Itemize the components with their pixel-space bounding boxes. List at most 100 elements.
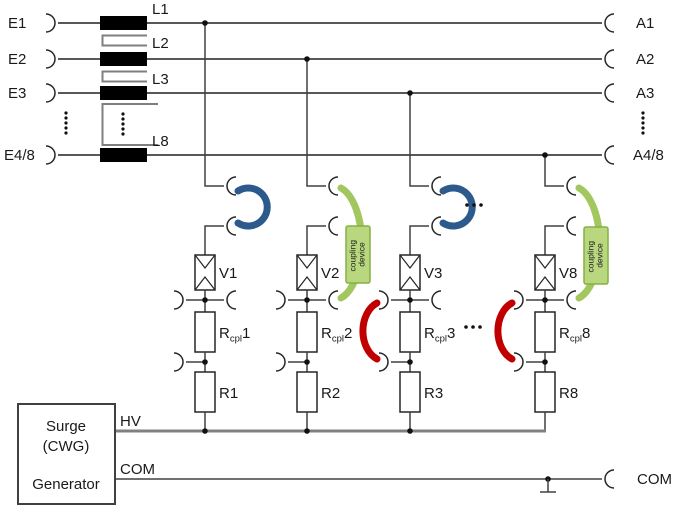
inductor-label-l2: L2	[152, 35, 169, 52]
connector-icon	[226, 216, 237, 236]
junction-dot	[542, 359, 548, 365]
varistor-v1	[194, 254, 216, 291]
connector-icon	[226, 176, 237, 196]
junction-dot	[202, 20, 208, 26]
ground-icon	[540, 479, 556, 493]
core-bracket	[101, 70, 147, 83]
svg-text:coupling device: coupling device	[348, 237, 367, 271]
terminal-label-a48: A4/8	[633, 147, 664, 164]
terminal-connector-icon	[45, 145, 56, 165]
junction-dot	[202, 428, 208, 434]
inductor-l8	[100, 148, 147, 162]
horizontal-ellipsis	[464, 325, 482, 329]
generator-label-line2: (CWG)	[43, 438, 90, 455]
rcpl-label: Rcpl1	[219, 325, 250, 345]
vertical-ellipsis	[121, 112, 125, 136]
connector-icon	[431, 176, 442, 196]
coupling-device-box: coupling device	[345, 225, 371, 284]
junction-dot	[202, 297, 208, 303]
connector-icon	[431, 216, 442, 236]
inductor-l3	[100, 86, 147, 100]
resistor-rcpl8	[534, 311, 556, 353]
terminal-label-e2: E2	[8, 51, 26, 68]
connector-icon	[328, 176, 339, 196]
coupling-device-blue-arc	[439, 184, 476, 230]
terminal-label-com: COM	[637, 471, 672, 488]
rcpl-label: Rcpl2	[321, 325, 352, 345]
junction-dot	[304, 56, 310, 62]
resistor-label: R8	[559, 385, 578, 402]
coupling-branch-3: V3 Rcpl3 R3	[378, 93, 455, 431]
coupling-branch-8: V8 Rcpl8 R8	[513, 155, 590, 431]
connector-icon	[431, 290, 442, 310]
inductor-l1	[100, 16, 147, 30]
resistor-r8	[534, 371, 556, 413]
resistor-rcpl2	[296, 311, 318, 353]
junction-dot	[407, 297, 413, 303]
terminal-connector-icon	[45, 83, 56, 103]
resistor-label: R3	[424, 385, 443, 402]
vertical-ellipsis	[64, 111, 68, 135]
connector-icon	[328, 290, 339, 310]
connector-icon	[566, 216, 577, 236]
generator-label-line3: Generator	[32, 476, 100, 493]
junction-dot	[407, 90, 413, 96]
junction-dot	[202, 359, 208, 365]
connector-icon	[566, 290, 577, 310]
terminal-connector-icon	[604, 469, 615, 489]
junction-dot	[542, 152, 548, 158]
terminal-connector-icon	[604, 13, 615, 33]
varistor-label: V2	[321, 265, 339, 282]
resistor-r2	[296, 371, 318, 413]
terminal-label-e48: E4/8	[4, 147, 35, 164]
connector-icon	[513, 290, 524, 310]
junction-dot	[542, 297, 548, 303]
connector-icon	[275, 352, 286, 372]
varistor-label: V8	[559, 265, 577, 282]
connector-icon	[566, 176, 577, 196]
vertical-ellipsis	[641, 111, 645, 135]
inductor-label-l3: L3	[152, 71, 169, 88]
resistor-r1	[194, 371, 216, 413]
inductor-label-l8: L8	[152, 133, 169, 150]
inductor-l2	[100, 52, 147, 66]
resistor-label: R1	[219, 385, 238, 402]
connector-icon	[513, 352, 524, 372]
junction-dot	[407, 359, 413, 365]
junction-dot	[407, 428, 413, 434]
terminal-connector-icon	[604, 145, 615, 165]
resistor-rcpl3	[399, 311, 421, 353]
inductor-label-l1: L1	[152, 1, 169, 18]
resistor-r3	[399, 371, 421, 413]
coupling-device-box: coupling device	[583, 226, 609, 285]
terminal-label-a2: A2	[636, 51, 654, 68]
junction-dot	[304, 359, 310, 365]
terminal-label-e3: E3	[8, 85, 26, 102]
core-bracket	[101, 34, 147, 47]
varistor-v2	[296, 254, 318, 291]
varistor-label: V1	[219, 265, 237, 282]
connector-icon	[226, 290, 237, 310]
svg-text:coupling device: coupling device	[586, 238, 605, 272]
junction-dot	[304, 297, 310, 303]
terminal-connector-icon	[604, 83, 615, 103]
coupling-device-red-arc	[359, 299, 381, 363]
connector-icon	[328, 216, 339, 236]
rcpl-label: Rcpl8	[559, 325, 590, 345]
hv-rail-label: HV	[120, 413, 141, 430]
resistor-label: R2	[321, 385, 340, 402]
rcpl-label: Rcpl3	[424, 325, 455, 345]
connector-icon	[378, 352, 389, 372]
connector-icon	[275, 290, 286, 310]
com-rail-label: COM	[120, 461, 155, 478]
coupling-device-red-arc	[494, 299, 516, 363]
terminal-label-e1: E1	[8, 15, 26, 32]
varistor-v3	[399, 254, 421, 291]
varistor-label: V3	[424, 265, 442, 282]
varistor-v8	[534, 254, 556, 291]
horizontal-ellipsis	[465, 203, 483, 207]
terminal-connector-icon	[45, 13, 56, 33]
terminal-connector-icon	[45, 49, 56, 69]
